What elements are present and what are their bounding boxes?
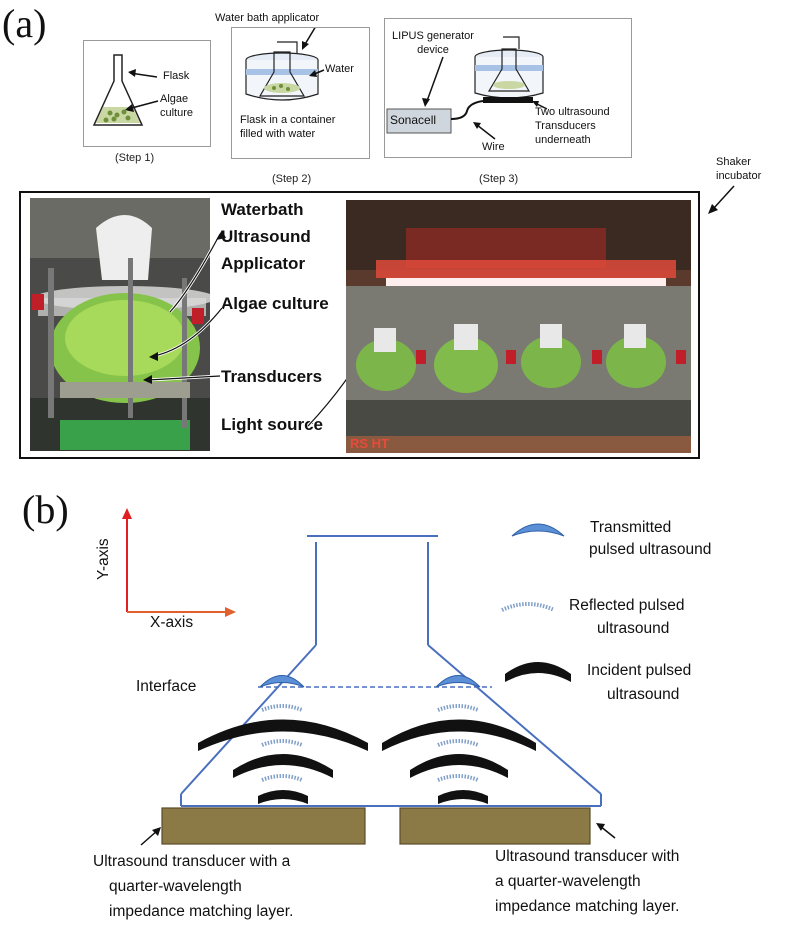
applicator-label: Applicator — [221, 254, 306, 273]
lipus-generator-label: LIPUS generator device — [392, 30, 474, 56]
lipus-setup-icon — [386, 36, 548, 140]
transducer-right — [399, 807, 591, 845]
algae-culture-label: Algae culture — [160, 93, 194, 119]
interface-label: Interface — [136, 678, 197, 695]
incubator-photo: RS HT — [346, 200, 691, 453]
transducer-left-line1: Ultrasound transducer with a — [93, 853, 291, 870]
shaker-arrow-icon — [708, 185, 735, 214]
water-bath-applicator-label: Water bath applicator — [215, 12, 320, 24]
transducers-photo-label: Transducers — [221, 367, 323, 386]
step1-box — [83, 40, 211, 147]
legend-reflected-line1: Reflected pulsed — [569, 597, 685, 614]
flask-icon — [92, 54, 159, 126]
water-label: Water — [325, 63, 354, 75]
transducers-note-label: Two ultrasound Transducers underneath — [535, 106, 610, 146]
sonacell-label: Sonacell — [390, 113, 437, 127]
legend-incident-line1: Incident pulsed — [587, 662, 692, 679]
wire-label: Wire — [482, 141, 505, 153]
flask-outline — [180, 535, 602, 807]
x-axis-arrowhead — [225, 607, 236, 617]
waterbath-label: Waterbath — [221, 200, 304, 219]
ultrasound-diagram — [122, 508, 616, 846]
applicator-photo — [30, 198, 210, 451]
incident-waves — [198, 719, 536, 804]
transducer-left — [161, 807, 366, 845]
light-source-label: Light source — [221, 415, 324, 434]
step3-box — [384, 18, 632, 158]
legend-reflected-line2: ultrasound — [597, 620, 670, 637]
photo-brand-text: RS HT — [350, 436, 389, 451]
step2-caption: (Step 2) — [272, 173, 312, 185]
flask-container-label: Flask in a container filled with water — [240, 114, 336, 140]
shaker-incubator-label: Shaker incubator — [716, 156, 762, 182]
transducer-left-line2: quarter-wavelength — [109, 878, 242, 895]
step1-caption: (Step 1) — [115, 152, 155, 164]
step3-caption: (Step 3) — [479, 173, 519, 185]
reflected-waves — [261, 704, 479, 782]
water-bath-icon — [245, 25, 325, 101]
legend-transmitted-line1: Transmitted — [590, 519, 672, 536]
legend-incident-line2: ultrasound — [607, 686, 680, 703]
legend-incident-icon — [505, 662, 571, 682]
transmitted-wave-right — [435, 675, 481, 688]
y-axis-label: Y-axis — [95, 538, 112, 580]
panel-a-label: (a) — [2, 1, 47, 46]
legend-transmitted-icon — [511, 523, 565, 537]
step2-box — [231, 25, 370, 159]
y-axis-arrowhead — [122, 508, 132, 519]
legend-transmitted-line2: pulsed ultrasound — [589, 541, 712, 558]
panel-b-label: (b) — [22, 487, 69, 532]
algae-culture-photo-label: Algae culture — [221, 294, 329, 313]
x-axis-label: X-axis — [150, 614, 194, 631]
ultrasound-label: Ultrasound — [221, 227, 311, 246]
transducer-right-line3: impedance matching layer. — [495, 898, 680, 915]
transmitted-wave-left — [259, 675, 305, 688]
transducer-left-line3: impedance matching layer. — [109, 903, 294, 920]
flask-label: Flask — [163, 70, 190, 82]
transducer-right-line1: Ultrasound transducer with — [495, 848, 680, 865]
legend-reflected-icon — [501, 602, 555, 612]
transducer-right-line2: a quarter-wavelength — [495, 873, 641, 890]
